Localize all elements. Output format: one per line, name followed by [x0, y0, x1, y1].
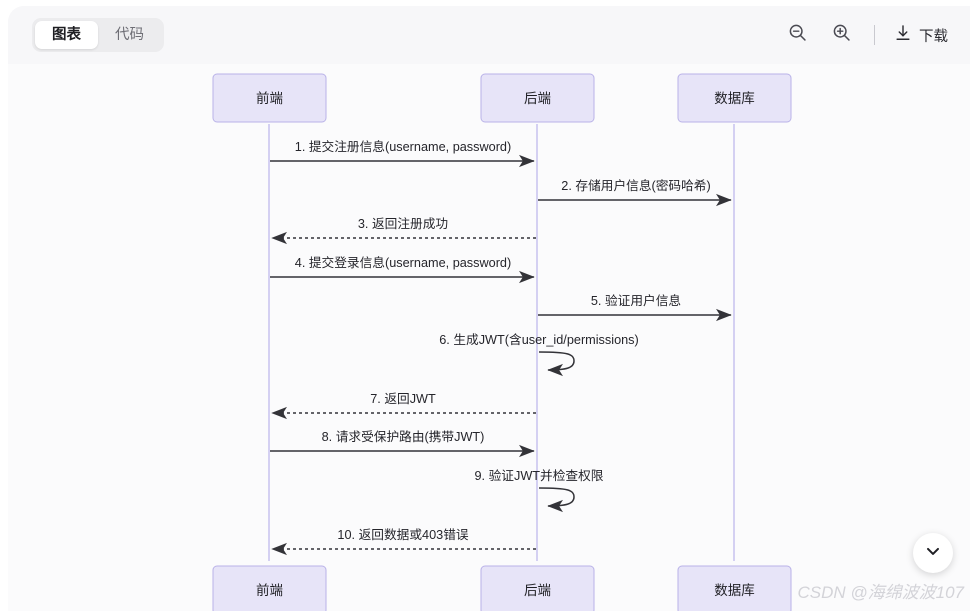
message-9: 9. 验证JWT并检查权限 [475, 468, 604, 513]
download-button[interactable]: 下载 [893, 23, 948, 47]
message-label: 10. 返回数据或403错误 [337, 528, 468, 542]
scroll-down-button[interactable] [913, 533, 953, 573]
message-6: 6. 生成JWT(含user_id/permissions) [439, 332, 639, 377]
participant-label: 数据库 [714, 91, 755, 106]
message-10: 10. 返回数据或403错误 [271, 528, 536, 556]
participant-label: 前端 [256, 90, 283, 106]
message-label: 3. 返回注册成功 [358, 217, 448, 231]
tab-code[interactable]: 代码 [115, 27, 144, 43]
participant-label: 前端 [256, 582, 283, 598]
chevron-down-icon [923, 541, 943, 566]
download-icon [893, 23, 913, 47]
participant-bottom-backend[interactable]: 后端 [480, 565, 595, 611]
toolbar-divider [874, 25, 875, 45]
participant-bottom-database[interactable]: 数据库 [677, 565, 792, 611]
message-7: 7. 返回JWT [271, 392, 536, 420]
participant-label: 数据库 [714, 583, 755, 598]
participant-label: 后端 [524, 91, 551, 106]
zoom-out-icon [787, 22, 808, 48]
message-label: 4. 提交登录信息(username, password) [295, 255, 511, 270]
participant-top-frontend[interactable]: 前端 [212, 73, 327, 123]
toolbar: 图表 代码 [8, 6, 970, 64]
message-label: 9. 验证JWT并检查权限 [475, 468, 604, 483]
message-label: 8. 请求受保护路由(携带JWT) [322, 429, 485, 444]
diagram-card: 图表 代码 [8, 6, 970, 611]
sequence-diagram-canvas[interactable]: 前端 后端 数据库 前端 后端 [8, 64, 970, 611]
message-label: 7. 返回JWT [370, 392, 436, 406]
download-label: 下载 [919, 28, 948, 45]
participant-top-database[interactable]: 数据库 [677, 73, 792, 123]
message-2: 2. 存储用户信息(密码哈希) [538, 178, 732, 207]
zoom-in-icon [831, 22, 852, 48]
sequence-diagram-svg: 前端 后端 数据库 前端 后端 [212, 73, 792, 611]
message-label: 2. 存储用户信息(密码哈希) [561, 178, 710, 193]
message-label: 6. 生成JWT(含user_id/permissions) [439, 332, 639, 347]
participant-top-backend[interactable]: 后端 [480, 73, 595, 123]
toolbar-actions: 下载 [782, 20, 948, 50]
message-1: 1. 提交注册信息(username, password) [270, 139, 535, 168]
zoom-out-button[interactable] [782, 20, 812, 50]
participant-label: 后端 [524, 583, 551, 598]
tab-chart[interactable]: 图表 [35, 21, 98, 49]
message-label: 1. 提交注册信息(username, password) [295, 139, 511, 154]
message-4: 4. 提交登录信息(username, password) [270, 255, 535, 284]
zoom-in-button[interactable] [826, 20, 856, 50]
message-8: 8. 请求受保护路由(携带JWT) [270, 429, 535, 458]
message-5: 5. 验证用户信息 [538, 293, 732, 322]
participant-bottom-frontend[interactable]: 前端 [212, 565, 327, 611]
message-label: 5. 验证用户信息 [591, 293, 681, 308]
message-3: 3. 返回注册成功 [271, 217, 536, 245]
tab-group: 图表 代码 [32, 18, 164, 52]
